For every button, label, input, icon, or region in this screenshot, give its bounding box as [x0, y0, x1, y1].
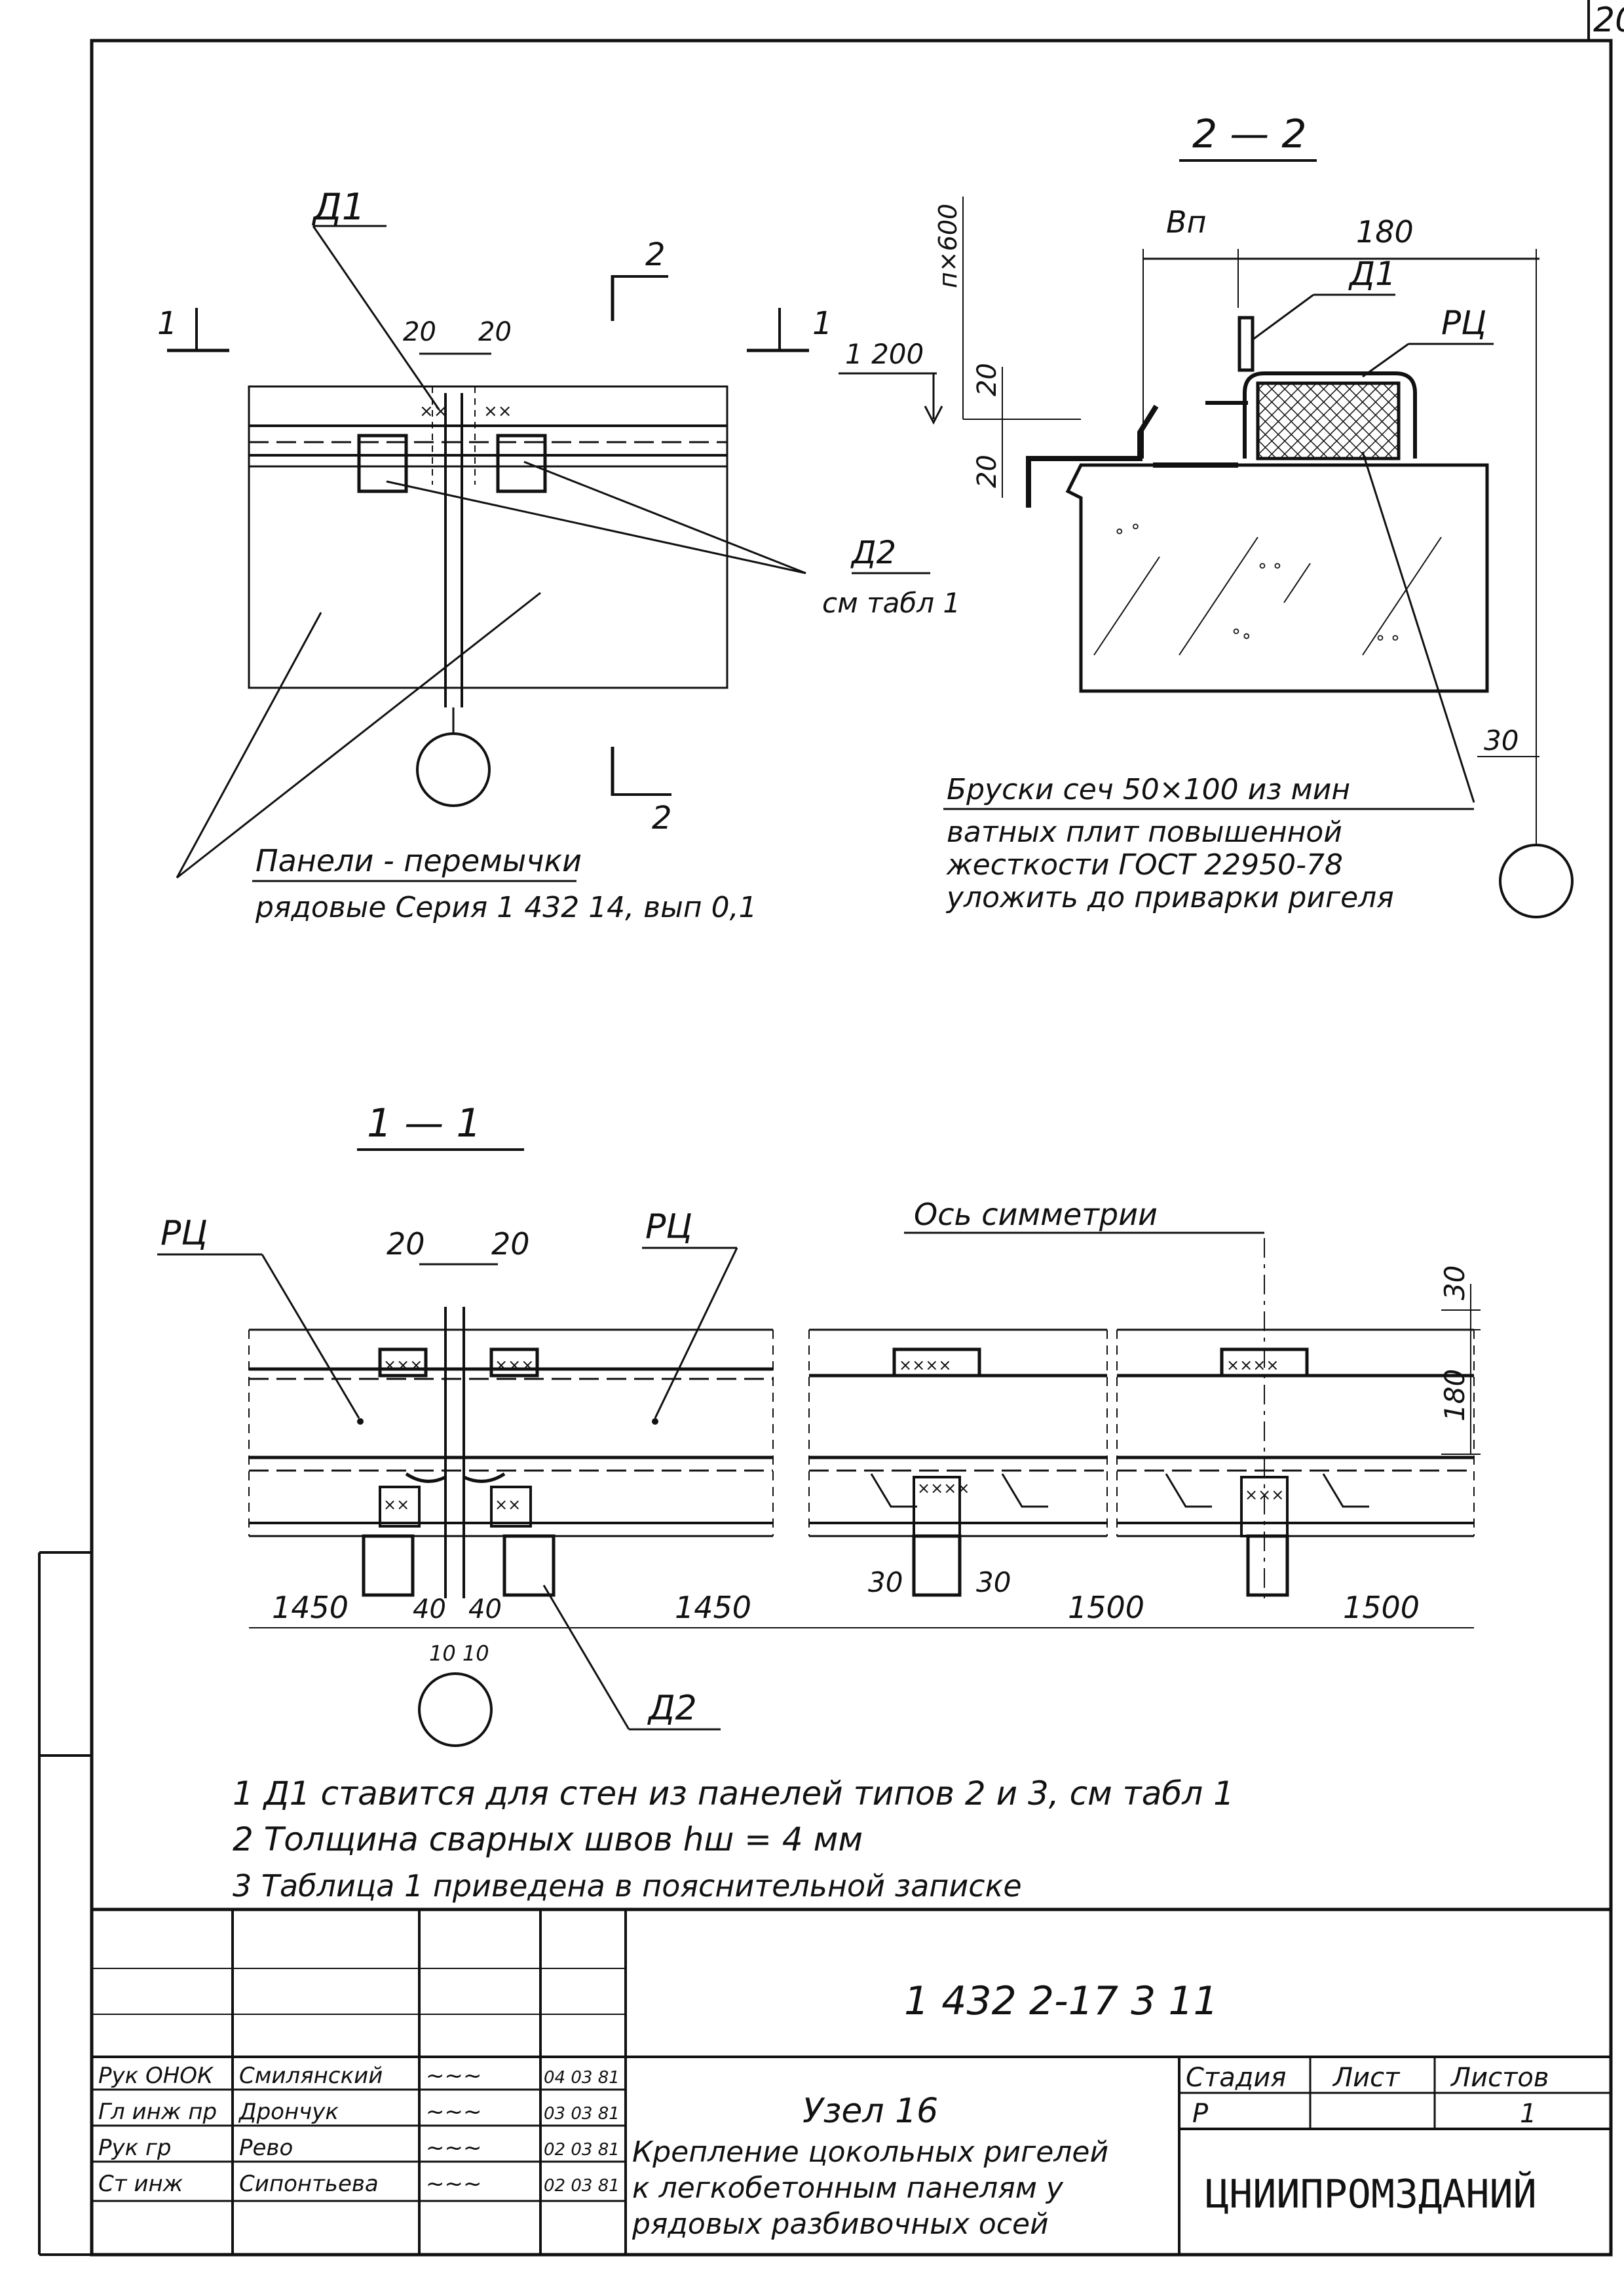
title-line-4: рядовых разбивочных осей	[632, 2207, 1049, 2241]
section-2-2: 2 — 2 ∘ ° ° ° ° ° °∘ Вп 180 п×600	[839, 111, 1574, 918]
signature-3: ~~~	[426, 2135, 482, 2161]
date-3: 02 03 81	[544, 2140, 620, 2160]
title-line-3: к легкобетонным панелям у	[632, 2171, 1064, 2205]
dim-20-left-section: 20	[387, 1226, 425, 1262]
name-2: Дрончук	[238, 2099, 339, 2125]
doc-code: 1 432 2-17 3 11	[904, 1978, 1218, 2024]
sheets-value: 1	[1520, 2099, 1536, 2129]
label-d2-ref: см табл 1	[822, 587, 960, 619]
role-2: Гл инж пр	[98, 2099, 217, 2125]
insulation-note-line2: ватных плит повышенной	[947, 816, 1342, 849]
sheets-header: Листов	[1450, 2063, 1549, 2093]
date-1: 04 03 81	[544, 2068, 620, 2088]
sheet-header: Лист	[1332, 2063, 1401, 2093]
dim-1450-mid: 1450	[675, 1590, 751, 1625]
dim-180-right: 180	[1439, 1369, 1471, 1421]
label-rc-left: РЦ	[161, 1214, 208, 1253]
dim-40-left: 40	[413, 1594, 446, 1625]
svg-text:××: ××	[495, 1495, 521, 1514]
note-1: 1 Д1 ставится для стен из панелей типов …	[233, 1775, 1234, 1813]
label-rc-mid: РЦ	[645, 1207, 692, 1247]
dim-30-right: 30	[1439, 1266, 1471, 1300]
insulation-note-line1: Бруски сеч 50×100 из мин	[947, 773, 1350, 806]
signature-1: ~~~	[426, 2063, 482, 2089]
dim-180: 180	[1356, 214, 1414, 250]
insulation-note-line4: уложить до приварки ригеля	[945, 881, 1394, 914]
title-line-1: Узел 16	[803, 2092, 938, 2131]
svg-text:××××: ××××	[899, 1356, 951, 1374]
dim-n600: п×600	[934, 204, 962, 288]
dim-10-10: 10 10	[429, 1641, 489, 1666]
dim-30-a: 30	[868, 1566, 903, 1598]
section-1-1-title: 1 — 1	[367, 1100, 482, 1146]
dim-20-right: 20	[478, 317, 512, 347]
title-block	[90, 1907, 1613, 2257]
section-marker-2-bottom: 2	[652, 800, 672, 836]
dim-30: 30	[1484, 724, 1519, 757]
axis-of-symmetry: Ось симметрии	[914, 1197, 1158, 1232]
svg-text:××: ××	[483, 402, 512, 421]
svg-text:° °: ° °	[1258, 559, 1282, 581]
general-notes: 1 Д1 ставится для стен из панелей типов …	[233, 1775, 1234, 1904]
stage-header: Стадия	[1186, 2063, 1286, 2093]
dim-20a: 20	[972, 363, 1002, 396]
section-marker-1-right: 1	[812, 305, 833, 342]
dim-20b: 20	[972, 455, 1002, 488]
panels-label-line2: рядовые Серия 1 432 14, вып 0,1	[255, 891, 757, 924]
svg-text:∘ °: ∘ °	[1114, 520, 1140, 542]
name-3: Рево	[239, 2135, 293, 2161]
note-2: 2 Толщина сварных швов hш = 4 мм	[233, 1820, 863, 1858]
dim-1500-b: 1500	[1343, 1590, 1420, 1625]
role-1: Рук ОНОК	[98, 2063, 214, 2089]
svg-text:×××: ×××	[1245, 1486, 1284, 1504]
dim-40-right: 40	[468, 1594, 502, 1625]
dim-bn: Вп	[1166, 204, 1207, 240]
label-d2: Д2	[850, 535, 896, 571]
plan-view: ×× ×× 1 1 2 2 20 20 Д1 Д2 см табл 1	[157, 186, 960, 924]
section-marker-1-left: 1	[157, 305, 178, 342]
svg-text:×××: ×××	[495, 1356, 534, 1374]
note-3: 3 Таблица 1 приведена в пояснительной за…	[233, 1868, 1022, 1904]
svg-text:××: ××	[419, 402, 448, 421]
dim-20-right-section: 20	[491, 1226, 530, 1262]
dim-1500-a: 1500	[1068, 1590, 1144, 1625]
dim-30-b: 30	[976, 1566, 1011, 1598]
svg-text:××××: ××××	[1226, 1356, 1279, 1374]
stage-value: Р	[1192, 2099, 1209, 2129]
section-2-2-title: 2 — 2	[1192, 111, 1307, 157]
dim-1200: 1 200	[845, 338, 924, 370]
date-2: 03 03 81	[544, 2104, 620, 2124]
dim-20-left: 20	[403, 317, 436, 347]
dim-1450-left: 1450	[272, 1590, 349, 1625]
name-1: Смилянский	[239, 2063, 383, 2089]
title-block-text: 1 432 2-17 3 11 Рук ОНОК Смилянский ~~~ …	[98, 1978, 1549, 2241]
insulation-note-line3: жесткости ГОСТ 22950-78	[946, 848, 1343, 882]
svg-text:°∘: °∘	[1232, 625, 1253, 647]
role-4: Ст инж	[98, 2171, 183, 2197]
panels-label-line1: Панели - перемычки	[255, 843, 582, 878]
label-d2-section: Д2	[647, 1689, 697, 1728]
svg-text:° °: ° °	[1376, 631, 1400, 653]
label-rc-section: РЦ	[1441, 304, 1486, 342]
svg-text:×××: ×××	[383, 1356, 423, 1374]
section-1-1: 1 — 1 ××× ××× ×× ××	[157, 1100, 1481, 1747]
title-line-2: Крепление цокольных ригелей	[632, 2135, 1108, 2169]
role-3: Рук гр	[98, 2135, 171, 2161]
signature-2: ~~~	[426, 2099, 482, 2125]
svg-text:××××: ××××	[917, 1479, 970, 1497]
svg-text:××: ××	[383, 1495, 409, 1514]
section-marker-2-top: 2	[645, 236, 666, 273]
date-4: 02 03 81	[544, 2176, 620, 2196]
name-4: Сипонтьева	[239, 2171, 379, 2197]
organization-name: ЦНИИПРОМЗДАНИЙ	[1205, 2170, 1537, 2217]
label-d1: Д1	[311, 186, 365, 229]
label-d1-section: Д1	[1348, 255, 1396, 293]
signature-4: ~~~	[426, 2171, 482, 2197]
sheet-number: 20	[1593, 1, 1624, 40]
